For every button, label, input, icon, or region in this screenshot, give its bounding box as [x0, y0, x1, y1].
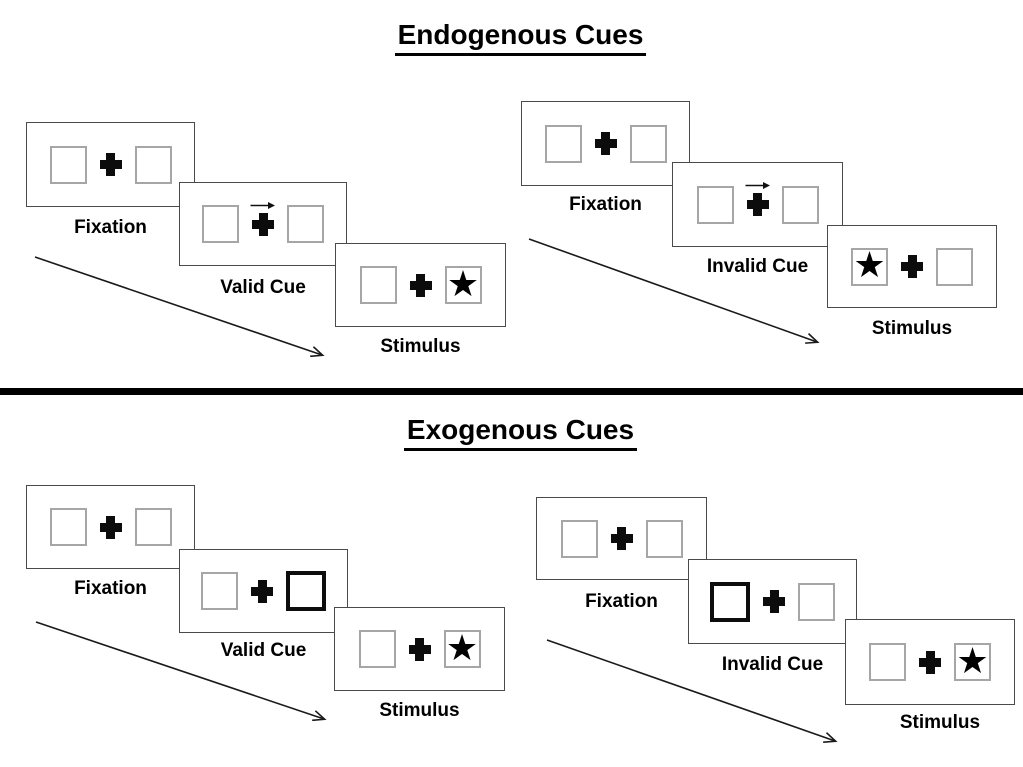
- star-stimulus-icon: ★: [956, 640, 989, 682]
- step-label-fixation: Fixation: [569, 194, 642, 215]
- placeholder-box-left: [696, 185, 734, 224]
- fixation-cross-icon: [252, 212, 274, 236]
- section-title-endogenous: Endogenous Cues: [9, 19, 1023, 57]
- fixation-cross-wrap: [99, 153, 122, 176]
- placeholder-box-left: [359, 266, 397, 304]
- fixation-cross-icon: [251, 579, 273, 603]
- fixation-cross-wrap: [99, 515, 122, 539]
- placeholder-box-left: [202, 205, 239, 243]
- step-label-fixation: Fixation: [585, 591, 658, 612]
- fixation-cross-icon: [99, 153, 122, 176]
- stimulus-box-right: ★: [954, 643, 991, 681]
- star-stimulus-icon: ★: [446, 263, 480, 305]
- highlighted-cue-box-left: [710, 581, 750, 622]
- step-label-invalid-cue: Invalid Cue: [721, 654, 824, 675]
- cue-arrow-right-icon: [250, 201, 275, 209]
- section-title-text: Endogenous Cues: [394, 19, 647, 57]
- fixation-panel: [536, 497, 707, 580]
- placeholder-box-left: [49, 145, 87, 184]
- star-stimulus-icon: ★: [445, 627, 479, 669]
- placeholder-box-left: [49, 508, 87, 546]
- placeholder-box-right: [645, 519, 683, 558]
- invalid-cue-panel: [672, 162, 843, 247]
- fixation-cross-wrap: [919, 650, 941, 674]
- step-label-stimulus: Stimulus: [379, 700, 460, 721]
- fixation-cross-icon: [409, 273, 432, 297]
- step-label-stimulus: Stimulus: [899, 712, 981, 733]
- fixation-cross-wrap: [251, 579, 273, 603]
- fixation-cross-wrap: [745, 182, 770, 216]
- fixation-cross-icon: [919, 650, 941, 674]
- step-label-valid-cue: Valid Cue: [220, 640, 307, 661]
- highlighted-cue-box-right: [286, 571, 326, 611]
- placeholder-box-right: [781, 185, 819, 224]
- fixation-cross-icon: [746, 193, 769, 216]
- placeholder-box-right: [134, 508, 172, 546]
- fixation-cross-wrap: [763, 590, 785, 613]
- stimulus-box-right: ★: [444, 263, 482, 305]
- stimulus-panel: ★: [335, 243, 506, 327]
- placeholder-box-left: [869, 643, 906, 681]
- fixation-panel: [26, 485, 195, 569]
- step-label-stimulus: Stimulus: [871, 318, 953, 339]
- fixation-cross-icon: [594, 132, 617, 155]
- fixation-panel: [521, 101, 690, 186]
- valid-cue-panel: [179, 182, 347, 266]
- fixation-panel: [26, 122, 195, 207]
- fixation-cross-wrap: [594, 132, 617, 155]
- valid-cue-panel: [179, 549, 348, 633]
- fixation-cross-icon: [99, 515, 122, 539]
- timeline-arrow-endogenous-valid: [34, 256, 325, 358]
- star-stimulus-icon: ★: [853, 245, 886, 286]
- placeholder-box-left: [560, 519, 598, 558]
- placeholder-box-right: [798, 582, 835, 621]
- stimulus-panel: ★: [334, 607, 505, 691]
- stimulus-box-left: ★: [851, 245, 888, 286]
- step-label-valid-cue: Valid Cue: [220, 277, 306, 298]
- cue-arrow-right-icon: [745, 182, 770, 189]
- placeholder-box-right: [936, 247, 973, 286]
- fixation-cross-wrap: [250, 201, 275, 236]
- placeholder-box-left: [544, 124, 582, 163]
- fixation-cross-icon: [763, 590, 785, 613]
- fixation-cross-wrap: [409, 273, 432, 297]
- stimulus-panel: ★: [827, 225, 997, 308]
- placeholder-box-right: [287, 205, 324, 243]
- placeholder-box-left: [358, 630, 396, 668]
- placeholder-box-left: [201, 572, 238, 610]
- fixation-cross-wrap: [901, 255, 923, 278]
- section-title-exogenous: Exogenous Cues: [9, 414, 1023, 452]
- placeholder-box-right: [629, 124, 667, 163]
- invalid-cue-panel: [688, 559, 857, 644]
- fixation-cross-icon: [610, 527, 633, 550]
- timeline-arrow-exogenous-valid: [35, 621, 327, 722]
- step-label-fixation: Fixation: [74, 217, 147, 238]
- timeline-arrow-endogenous-invalid: [528, 238, 820, 344]
- stimulus-panel: ★: [845, 619, 1015, 705]
- fixation-cross-wrap: [408, 637, 431, 661]
- fixation-cross-icon: [901, 255, 923, 278]
- fixation-cross-wrap: [610, 527, 633, 550]
- placeholder-box-right: [134, 145, 172, 184]
- step-label-stimulus: Stimulus: [380, 336, 461, 357]
- section-divider: [0, 388, 1023, 395]
- fixation-cross-icon: [408, 637, 431, 661]
- step-label-fixation: Fixation: [74, 578, 147, 599]
- stimulus-box-right: ★: [443, 627, 481, 669]
- step-label-invalid-cue: Invalid Cue: [706, 256, 809, 277]
- section-title-text: Exogenous Cues: [403, 414, 638, 452]
